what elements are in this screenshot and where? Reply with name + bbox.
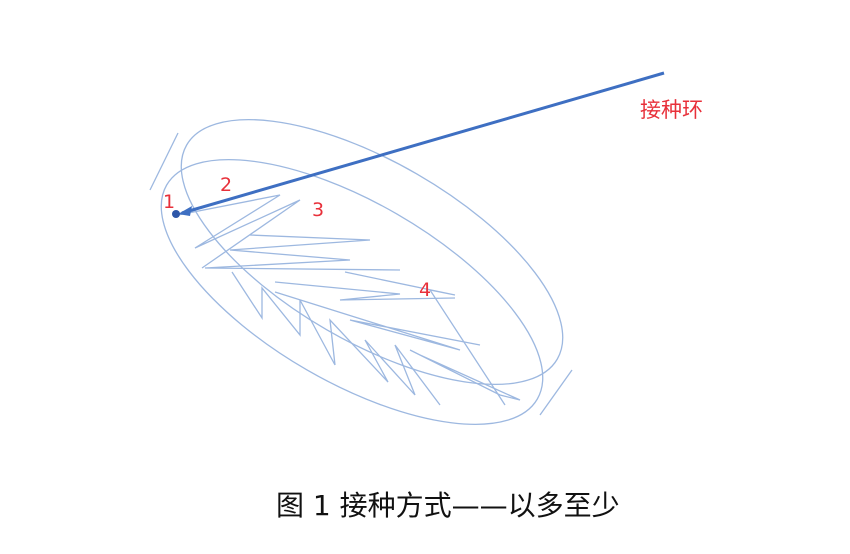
point-label-4: 4 [419, 279, 432, 301]
point-label-1: 1 [163, 191, 176, 213]
point-label-2: 2 [220, 174, 233, 196]
start-point-dot [172, 210, 180, 218]
dish-bottom-rim [160, 158, 544, 426]
point-label-3: 3 [312, 199, 325, 221]
dish-top-rim [180, 118, 564, 386]
inoculation-loop-label: 接种环 [640, 98, 703, 122]
inoculation-loop-pointer [181, 71, 665, 215]
figure-caption: 图 1 接种方式——以多至少 [276, 489, 620, 522]
